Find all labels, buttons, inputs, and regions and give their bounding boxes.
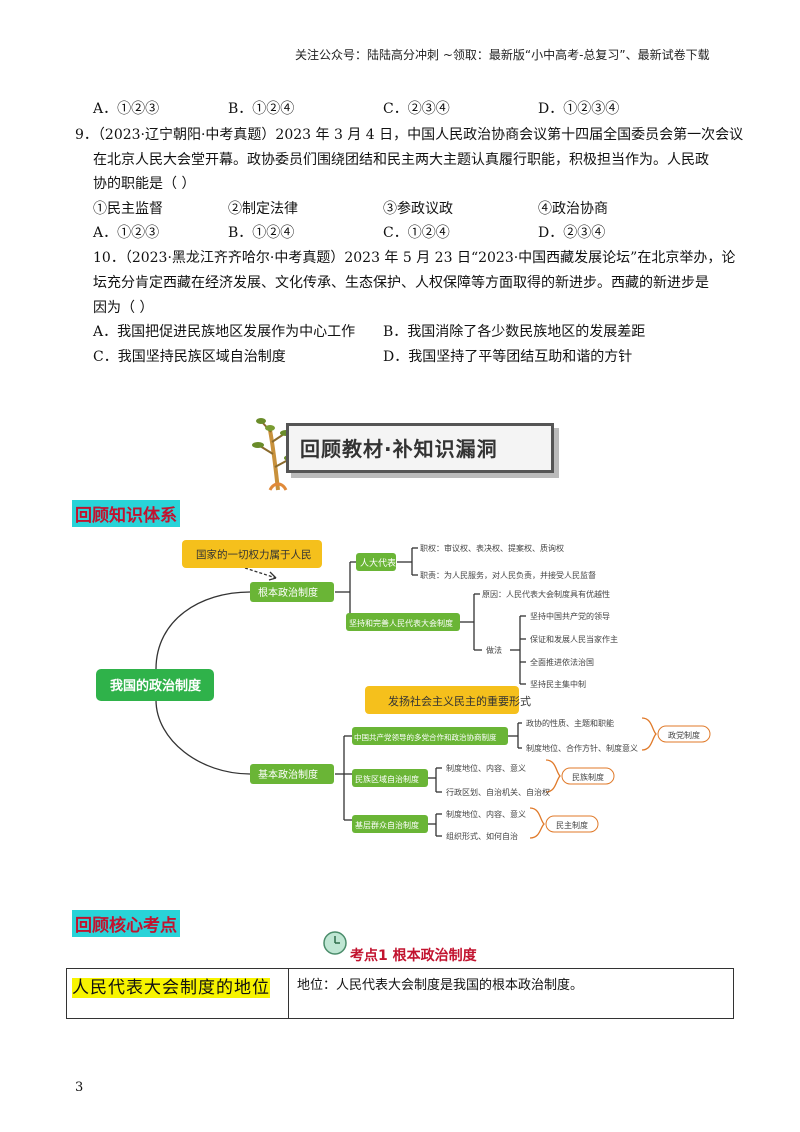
page-number: 3 [75,1080,84,1095]
tag-democracy-system [545,815,599,833]
root-node-label: 我国的政治制度 [110,678,202,694]
node-cppcc-system [352,727,508,745]
root-node [96,669,214,701]
tag-ethnic-system [561,767,615,785]
kaodian-table: 人民代表大会制度的地位 地位：人民代表大会制度是我国的根本政治制度。 [66,968,734,1019]
how-item-3: 全面推进依法治国 [530,657,594,667]
node-npc-system-label: 坚持和完善人民代表大会制度 [349,618,453,628]
grassroots-item-2: 组织形式、如何自治 [446,831,518,841]
tag-party-system-label: 政党制度 [668,730,700,740]
q9-option-d: D．②③④ [538,225,606,241]
node-cppcc-system-label: 中国共产党领导的多党合作和政治协商制度 [354,732,497,742]
node-npc-system [346,613,460,631]
cppcc-item-2: 制度地位、合作方针、制度意义 [526,743,638,753]
q8-option-c: C．②③④ [383,101,450,117]
q8-option-b: B．①②④ [228,101,295,117]
q10-stem-line3: 因为（ ） [93,300,154,316]
node-grassroots [352,815,428,833]
npc-system-how: 做法 [486,645,502,655]
clock-icon [323,931,347,955]
node-ethnic-autonomy [352,769,428,787]
npc-deputy-item-2: 职责：为人民服务，对人民负责，并接受人民监督 [420,570,596,580]
cppcc-item-1: 政协的性质、主题和职能 [526,718,614,728]
kaodian-title: 考点1 根本政治制度 [350,948,477,964]
q9-stem-line1: 9．（2023·辽宁朝阳·中考真题）2023 年 3 月 4 日，中国人民政治协… [75,127,744,143]
tag-democracy-system-label: 民主制度 [556,820,588,830]
ethnic-item-2: 行政区划、自治机关、自治权 [446,787,550,797]
node-npc-deputy [356,553,396,571]
page-header: 关注公众号：陆陆高分冲刺 ~领取：最新版“小中高考-总复习”、最新试卷下载 [295,48,710,62]
mindmap: 国家的一切权力属于人民 发扬社会主义民主的重要形式 我国的政治制度 根本政治制度… [96,540,711,841]
q9-option-c: C．①②④ [383,225,450,241]
q10-option-a: A．我国把促进民族地区发展作为中心工作 [93,324,356,340]
q9-option-b: B．①②④ [228,225,295,241]
note-mid-text: 发扬社会主义民主的重要形式 [388,694,531,708]
q10-option-c: C．我国坚持民族区域自治制度 [93,349,286,365]
branch-fundamental-label: 根本政治制度 [258,586,318,599]
q10-option-d: D．我国坚持了平等团结互助和谐的方针 [383,349,633,365]
section-title-core: 回顾核心考点 [72,910,180,937]
how-item-4: 坚持民主集中制 [530,679,586,689]
q9-stem-line2: 在北京人民大会堂开幕。政协委员们围绕团结和民主两大主题认真履行职能，积极担当作为… [93,152,709,168]
q10-stem-line2: 坛充分肯定西藏在经济发展、文化传承、生态保护、人权保障等方面取得的新进步。西藏的… [93,275,709,291]
grassroots-item-1: 制度地位、内容、意义 [446,809,526,819]
npc-deputy-item-1: 职权：审议权、表决权、提案权、质询权 [420,543,564,553]
branch-fundamental [250,582,334,602]
npc-system-reason: 原因：人民代表大会制度具有优越性 [482,589,610,599]
node-grassroots-label: 基层群众自治制度 [355,820,419,830]
tag-party-system [657,725,711,743]
ethnic-item-1: 制度地位、内容、意义 [446,763,526,773]
q8-option-d: D．①②③④ [538,101,620,117]
q9-item-2: ②制定法律 [228,201,298,217]
q9-item-1: ①民主监督 [93,201,163,217]
q9-item-3: ③参政议政 [383,201,453,217]
q9-option-a: A．①②③ [93,225,160,241]
q10-stem-line1: 10．（2023·黑龙江齐齐哈尔·中考真题）2023 年 5 月 23 日“20… [93,250,736,266]
q10-option-b: B．我国消除了各少数民族地区的发展差距 [383,324,646,340]
node-npc-deputy-label: 人大代表 [360,557,396,569]
table-cell-definition: 地位：人民代表大会制度是我国的根本政治制度。 [297,978,584,993]
how-item-1: 坚持中国共产党的领导 [530,611,610,621]
how-item-2: 保证和发展人民当家作主 [530,634,618,644]
branch-basic-label: 基本政治制度 [258,768,318,781]
table-cell-term: 人民代表大会制度的地位 [67,969,289,1018]
note-mid-box [365,686,519,714]
q8-option-a: A．①②③ [93,101,160,117]
mindmap-connectors [155,547,657,839]
banner-title: 回顾教材·补知识漏洞 [300,437,498,461]
table-term-highlight: 人民代表大会制度的地位 [72,978,270,998]
q9-stem-line3: 协的职能是（ ） [93,176,196,192]
plant-decoration-icon [252,418,296,491]
note-top-text: 国家的一切权力属于人民 [196,548,312,561]
tag-ethnic-system-label: 民族制度 [572,772,604,782]
branch-basic [250,764,334,784]
q9-item-4: ④政治协商 [538,201,608,217]
section-title-knowledge: 回顾知识体系 [72,500,180,527]
node-ethnic-autonomy-label: 民族区域自治制度 [355,774,419,784]
note-top-box [182,540,322,568]
section-banner [286,423,554,473]
